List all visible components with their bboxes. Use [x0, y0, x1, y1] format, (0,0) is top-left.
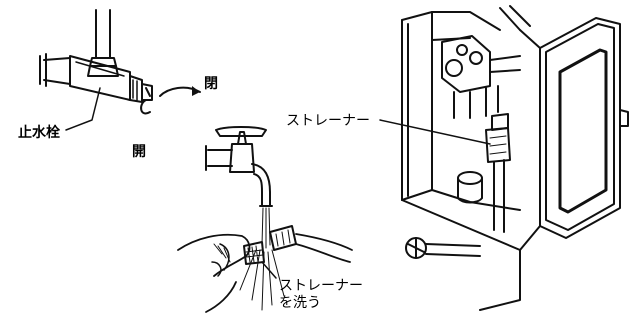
- strainer-location-label: ストレーナー: [286, 113, 370, 129]
- faucet-washing-illustration: [177, 126, 353, 313]
- device-cabinet-illustration: [379, 5, 629, 311]
- shutoff-valve-illustration: [39, 9, 201, 131]
- shutoff-valve-label: 止水栓: [18, 124, 60, 141]
- close-direction-label: 閉: [204, 76, 218, 92]
- wash-strainer-label-line2: を洗う: [279, 295, 321, 311]
- wash-strainer-label-line1: ストレーナー: [279, 278, 363, 294]
- open-direction-label: 開: [132, 144, 146, 160]
